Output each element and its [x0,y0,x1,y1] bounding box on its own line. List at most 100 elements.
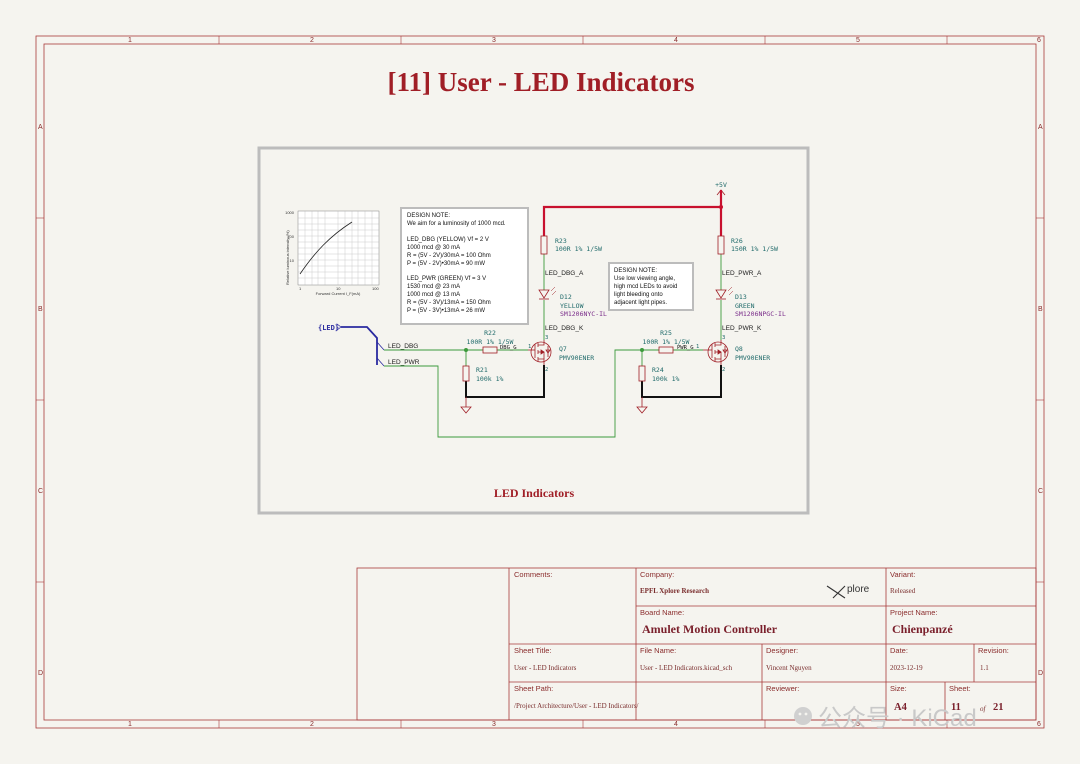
note1-line-9: 1530 mcd @ 23 mA [407,284,460,290]
inner-frame [43,43,1037,721]
sheet-title: [11] User - LED Indicators [388,67,695,97]
net-led-dbg-k: LED_DBG_K [545,325,584,332]
net-led-pwr-k: LED_PWR_K [722,325,762,332]
note1-line-4: 1000 mcd @ 30 mA [407,245,460,251]
d12-ref: D12 [560,293,572,301]
note1-line-10: 1000 mcd @ 13 mA [407,292,460,298]
col-label-3b: 3 [492,721,496,728]
note1-line-0: DESIGN NOTE: [407,213,450,219]
tb-project-label: Project Name: [890,608,938,617]
net-dbg-g: DBG_G [500,345,517,351]
tb-path-label: Sheet Path: [514,684,553,693]
junction-pwr [640,348,644,352]
q8-pin3: 3 [722,335,725,341]
mosfet-q7 [528,340,552,365]
tb-file-label: File Name: [640,646,676,655]
q7-pin3: 3 [545,335,548,341]
tb-comments-label: Comments: [514,570,552,579]
tb-path: /Project Architecture/User - LED Indicat… [514,702,638,710]
title-block [356,567,1037,721]
net-pwr-g: PWR_G [677,345,694,351]
col-label-4b: 4 [674,721,678,728]
col-label-2: 2 [310,37,314,44]
r26-ref: R26 [731,237,743,245]
power-wire [542,205,723,236]
chart-ytick-1000: 1000 [285,210,295,215]
row-label-a: A [38,124,43,131]
tb-sheet-of: of [980,705,987,713]
row-label-d: D [38,670,43,677]
tb-revision: 1.1 [980,664,989,672]
d13-part: SM1206NPGC-IL [735,310,786,318]
power-5v-label: +5V [715,181,727,189]
r23-value: 100R 1% 1/5W [555,245,602,253]
q7-pin1: 1 [528,344,531,350]
group-box [257,146,810,515]
xplore-logo: plore [826,584,870,599]
col-label-4: 4 [674,37,678,44]
design-note-2: DESIGN NOTE: Use low viewing angle, high… [608,262,694,311]
net-led-dbg: LED_DBG [388,343,418,350]
net-led-pwr: LED_PWR [388,359,420,366]
tb-date-label: Date: [890,646,908,655]
q8-pin2: 2 [722,367,725,373]
tb-reviewer-label: Reviewer: [766,684,799,693]
chart-ytick-100: 100 [287,234,294,239]
q8-ref: Q8 [735,345,743,353]
chart-xlabel: Forward Current I_F(mA) [316,291,361,296]
q7-pin2: 2 [545,367,548,373]
row-label-d-r: D [1038,670,1043,677]
col-label-3: 3 [492,37,496,44]
resistor-r21: R21 100k 1% [462,365,503,383]
note2-line-2: high mcd LEDs to avoid [614,284,677,290]
net-led-pwr-a: LED_PWR_A [722,270,762,277]
row-label-c-r: C [1038,488,1043,495]
note1-line-12: P = (5V - 3V)•13mA = 26 mW [407,308,485,314]
luminosity-curve [299,221,353,275]
led-d12: D12 YELLOW SM1206NYC-IL [538,286,607,318]
tb-company-label: Company: [640,570,674,579]
tb-board: Amulet Motion Controller [642,622,778,636]
hier-label-led: {LED} [318,324,339,332]
design-note-1: DESIGN NOTE: We aim for a luminosity of … [400,207,529,325]
r25-value: 100R 1% 1/5W [643,338,690,346]
note1-line-6: P = (5V - 2V)•30mA = 90 mW [407,261,485,267]
r22-ref: R22 [484,329,496,337]
tb-size: A4 [894,702,908,713]
r24-ref: R24 [652,366,664,374]
frame-column-labels: 1 2 3 4 5 6 1 2 3 4 5 6 [128,37,1041,728]
mosfet-q8 [703,340,729,365]
d13-color: GREEN [735,302,755,310]
note1-line-3: LED_DBG (YELLOW) Vf = 2 V [407,237,489,243]
q8-pin1: 1 [696,344,699,350]
tb-variant: Released [890,587,916,595]
d12-part: SM1206NYC-IL [560,310,607,318]
row-label-a-r: A [1038,124,1043,131]
r23-ref: R23 [555,237,567,245]
r21-value: 100k 1% [476,375,503,383]
tb-file: User - LED Indicators.kicad_sch [640,664,733,672]
xplore-logo-text: plore [847,584,870,595]
led-d13: D13 GREEN SM1206NPGC-IL [715,286,786,318]
tb-sheet-label: Sheet: [949,684,971,693]
q7-ref: Q7 [559,345,567,353]
net-led-dbg-a: LED_DBG_A [545,270,584,277]
resistor-r25: R25 100R 1% 1/5W [643,329,690,354]
led-bus: {LED} [318,323,385,367]
tb-sheet-total: 21 [993,702,1004,713]
junction-dbg [464,348,468,352]
r25-ref: R25 [660,329,672,337]
gnd-symbols [460,397,648,414]
q8-part: PMV90ENER [735,354,770,362]
r26-value: 150R 1% 1/5W [731,245,778,253]
tb-sheet-title: User - LED Indicators [514,664,577,672]
tb-sheet-num: 11 [951,702,961,713]
tb-company: EPFL Xplore Research [640,587,709,595]
resistor-r24: R24 100k 1% [638,365,679,383]
q7-part: PMV90ENER [559,354,594,362]
col-label-6: 6 [1037,37,1041,44]
watermark-text: 公众号 · KiCad [818,705,977,732]
chart-xtick-10: 10 [336,286,341,291]
col-label-6b: 6 [1037,721,1041,728]
